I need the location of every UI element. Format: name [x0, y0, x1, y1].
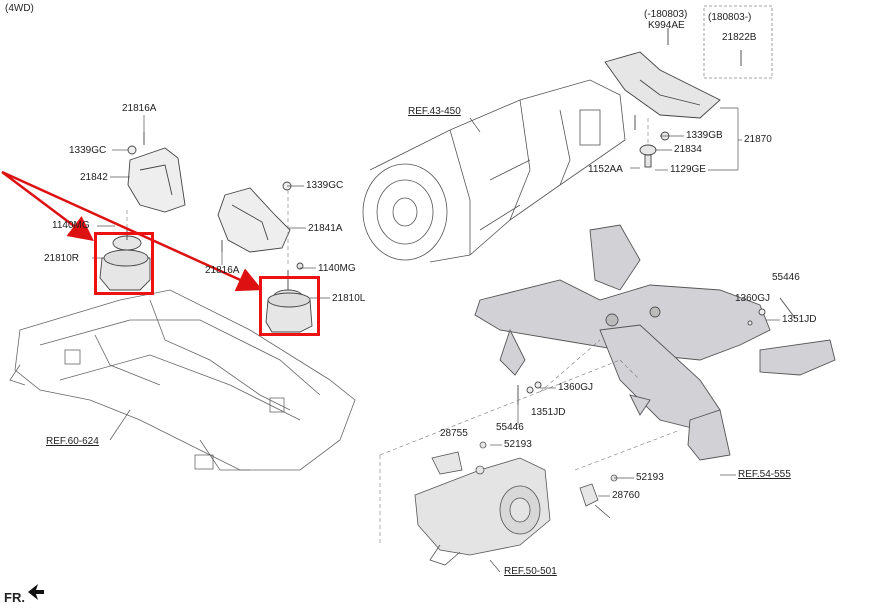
- front-label: FR.: [4, 590, 25, 605]
- variant-date-label: (-180803): [644, 9, 688, 20]
- part-label-21810R: 21810R: [44, 253, 80, 264]
- bracket-21842: [127, 132, 186, 213]
- part-label-1339GB: 1339GB: [686, 130, 723, 141]
- trans-mount-21870: [604, 28, 742, 168]
- part-label-21842: 21842: [80, 172, 108, 183]
- red-pointer-arrows: [1, 170, 263, 292]
- part-label-28760: 28760: [612, 490, 640, 501]
- part-label-1351JD: 1351JD: [782, 314, 817, 325]
- front-subframe: [9, 289, 356, 471]
- transmission: [362, 79, 626, 263]
- part-label-1152AA: 1152AA: [588, 164, 623, 175]
- part-label-21841A: 21841A: [308, 223, 343, 234]
- part-label-21834: 21834: [674, 144, 702, 155]
- variant-date-label: (180803-): [708, 12, 752, 23]
- bracket-21841A: [217, 181, 292, 253]
- part-label-1339GC: 1339GC: [69, 145, 107, 156]
- part-label-1360GJ: 1360GJ: [558, 382, 594, 393]
- dashed-guides: [126, 118, 681, 545]
- part-label-1129GE: 1129GE: [670, 164, 706, 175]
- part-label-55446: 55446: [496, 422, 524, 433]
- front-arrow-icon: [28, 584, 44, 600]
- leader-lines: [92, 107, 780, 573]
- part-label-1339GC: 1339GC: [306, 180, 344, 191]
- part-label-21822B: 21822B: [722, 32, 757, 43]
- sensors-28755-28760: [431, 441, 618, 519]
- part-label-55446: 55446: [772, 272, 800, 283]
- part-label-1351JD: 1351JD: [531, 407, 566, 418]
- variant-label: (4WD): [5, 3, 34, 14]
- part-label-28755: 28755: [440, 428, 468, 439]
- ref-label-50-501: REF.50-501: [504, 566, 557, 577]
- ref-label-43-450: REF.43-450: [408, 106, 461, 117]
- part-label-1140MG: 1140MG: [52, 220, 90, 231]
- part-label-1140MG: 1140MG: [318, 263, 356, 274]
- highlight-21810L: [259, 276, 320, 336]
- ref-label-54-555: REF.54-555: [738, 469, 791, 480]
- bolts: [517, 297, 796, 405]
- rear-differential: [414, 457, 551, 566]
- part-label-21870: 21870: [744, 134, 772, 145]
- part-label-52193: 52193: [504, 439, 532, 450]
- part-label-21810L: 21810L: [332, 293, 366, 304]
- mount-21810L: [265, 262, 313, 333]
- rear-subframe: [474, 224, 836, 461]
- part-label-21816A: 21816A: [122, 103, 157, 114]
- part-label-1360GJ: 1360GJ: [735, 293, 771, 304]
- part-label-K994AE: K994AE: [648, 20, 685, 31]
- ref-label-60-624: REF.60-624: [46, 436, 99, 447]
- highlight-21810R: [94, 232, 154, 295]
- part-label-21816A: 21816A: [205, 265, 240, 276]
- part-label-52193: 52193: [636, 472, 664, 483]
